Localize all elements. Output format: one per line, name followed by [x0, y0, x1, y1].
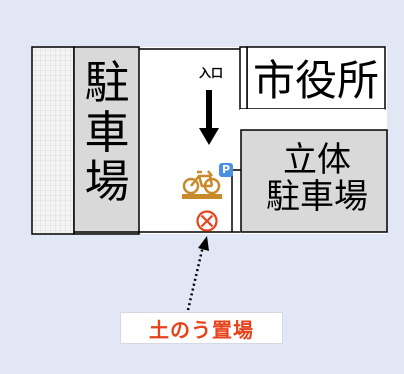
multistory-parking-building: [240, 129, 388, 233]
bicycle-icon: [182, 170, 222, 199]
sandbag-callout-label: 土のう置場: [149, 317, 254, 342]
parking-lot-left: [73, 46, 140, 235]
parking-icon: P: [219, 163, 233, 177]
city-hall-label: 市役所: [253, 56, 380, 105]
circle-x-marker-icon: [196, 210, 218, 232]
entrance-label: 入口: [199, 66, 224, 80]
dotted-arrow-icon: [186, 236, 209, 311]
grid-area: [31, 46, 75, 235]
multistory-parking-label: 立体 駐車場: [266, 140, 368, 218]
city-hall-building: [246, 46, 386, 110]
sandbag-callout: 土のう置場: [120, 312, 283, 344]
city-hall-annex: [239, 46, 248, 110]
walkway: [240, 109, 385, 127]
parking-lot-left-label: 駐 車 場: [84, 56, 130, 208]
down-arrow-icon: [199, 90, 219, 145]
